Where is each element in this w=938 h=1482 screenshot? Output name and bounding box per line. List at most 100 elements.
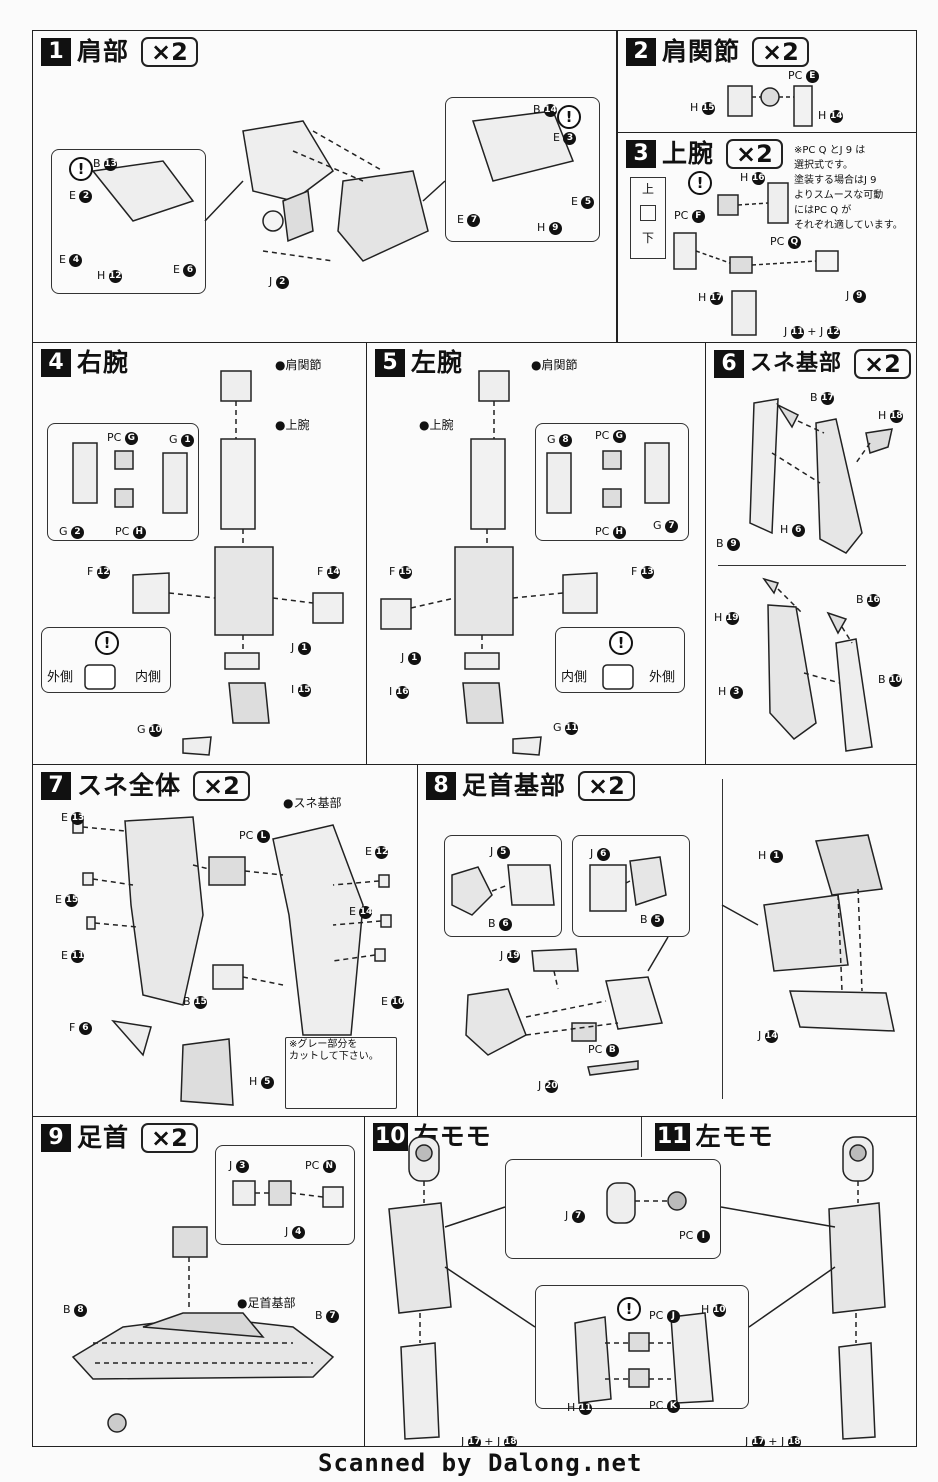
warning-icon: ! — [95, 631, 119, 655]
scan-credit: Scanned by Dalong.net — [318, 1449, 643, 1477]
part-label: B 14 — [533, 103, 558, 117]
step-8-header: 8 足首基部 ×2 — [426, 771, 635, 801]
quantity-badge: ×2 — [141, 37, 198, 67]
step-1-panel: 1 肩部 ×2 B 13 E 2 E 4 H 12 E 6 J 2 B 14 E… — [32, 30, 617, 343]
step-9-panel: 9 足首 ×2 ●足首基部 J 3 PC N J 4 B 8 B 7 — [32, 1116, 365, 1447]
step-3-header: 3 上腕 ×2 — [626, 139, 783, 169]
inner-side-label: 内側 — [561, 670, 588, 685]
quantity-badge: ×2 — [193, 771, 250, 801]
shoulder-joint-ref: ●肩関節 — [275, 358, 322, 372]
part-label: G 10 — [137, 723, 163, 737]
detail-box — [215, 1145, 355, 1245]
part-label: H 1 — [758, 849, 783, 863]
step-2-header: 2 肩関節 ×2 — [626, 37, 809, 67]
part-label: H 19 — [714, 611, 739, 625]
step-number: 2 — [626, 38, 656, 66]
step-title: 右腕 — [77, 348, 130, 377]
part-label: PC K — [649, 1399, 680, 1413]
part-label: J 17 + J 18 — [461, 1435, 517, 1447]
detail-box — [47, 423, 199, 541]
quantity-badge: ×2 — [578, 771, 635, 801]
step-title: 左モモ — [695, 1122, 774, 1151]
step-number: 7 — [41, 772, 71, 800]
step-8-panel: 8 足首基部 ×2 J 5 — [417, 764, 917, 1117]
part-label: G 11 — [553, 721, 579, 735]
part-label: B 16 — [856, 593, 881, 607]
part-label: PC E — [788, 69, 819, 83]
part-label: J 9 — [846, 289, 866, 303]
step-5-panel: 5 左腕 ●肩関節 ●上腕 ! 内側 外側 — [366, 342, 706, 765]
part-label: PC Q — [770, 235, 801, 249]
step-number: 4 — [41, 349, 71, 377]
detail-box-left — [444, 835, 562, 937]
step-1-parts-drawing — [91, 110, 575, 262]
part-label: J 3 — [229, 1159, 249, 1173]
part-label: J 1 — [291, 641, 311, 655]
step-6-panel: 6 スネ基部 ×2 B 17 H 18 B 9 H 6 H 19 B 16 H … — [705, 342, 917, 765]
quantity-badge: ×2 — [854, 349, 911, 379]
part-label: G 1 — [169, 433, 195, 447]
part-label: PC L — [239, 829, 270, 843]
orientation-box — [555, 627, 685, 693]
shoulder-joint-ref: ●肩関節 — [531, 358, 578, 372]
step-number: 10 — [373, 1123, 408, 1151]
detail-box-top — [505, 1159, 721, 1259]
part-label: F 13 — [631, 565, 654, 579]
part-label: E 13 — [61, 811, 85, 825]
part-label: G 2 — [59, 525, 85, 539]
step-title: 肩部 — [77, 37, 130, 66]
warning-icon: ! — [557, 105, 581, 129]
orientation-box — [41, 627, 171, 693]
part-label: PC J — [649, 1309, 680, 1323]
part-label: I 15 — [291, 683, 311, 697]
part-label: H 16 — [740, 171, 765, 185]
part-label: H 14 — [818, 109, 843, 123]
part-label: H 5 — [249, 1075, 274, 1089]
step-number: 9 — [41, 1124, 71, 1152]
part-label: H 11 — [567, 1401, 592, 1415]
divider — [718, 565, 906, 566]
part-label: J 1 — [401, 651, 421, 665]
part-label: E 4 — [59, 253, 83, 267]
part-label: F 14 — [317, 565, 340, 579]
step-title: 左腕 — [411, 348, 464, 377]
step-6-header: 6 スネ基部 ×2 — [714, 349, 911, 379]
part-label: PC H — [115, 525, 146, 539]
detail-box-bottom — [535, 1285, 749, 1409]
part-label: PC I — [679, 1229, 710, 1243]
part-label: E 11 — [61, 949, 85, 963]
part-label: F 6 — [69, 1021, 92, 1035]
part-label: J 20 — [538, 1079, 558, 1093]
detail-box — [535, 423, 689, 541]
part-label: B 6 — [488, 917, 513, 931]
step-9-parts-drawing — [71, 1180, 344, 1433]
part-label: H 18 — [878, 409, 903, 423]
step-8-parts-drawing — [451, 834, 895, 1076]
part-label: E 10 — [381, 995, 405, 1009]
step-number: 6 — [714, 350, 744, 378]
part-label: B 10 — [878, 673, 903, 687]
orientation-bottom: 下 — [641, 231, 654, 245]
warning-icon: ! — [688, 171, 712, 195]
upper-arm-ref: ●上腕 — [275, 418, 310, 432]
step-6-parts-drawing — [749, 398, 893, 752]
upper-arm-ref: ●上腕 — [419, 418, 454, 432]
step-10-11-panel: 10 右モモ 11 左モモ ! — [364, 1116, 917, 1447]
part-label: PC F — [674, 209, 705, 223]
step-3-panel: 3 上腕 ×2 ※PC Q とJ 9 は 選択式です。 塗装する場合はJ 9 よ… — [617, 132, 917, 343]
part-label: H 10 — [701, 1303, 726, 1317]
part-label: J 19 — [500, 949, 520, 963]
step-number: 11 — [655, 1123, 690, 1151]
detail-box-right — [572, 835, 690, 937]
cut-note-box — [285, 1037, 397, 1109]
part-label: F 12 — [87, 565, 110, 579]
detail-box-right — [445, 97, 600, 242]
part-label: PC G — [595, 429, 626, 443]
part-label: E 2 — [69, 189, 93, 203]
ankle-base-ref: ●足首基部 — [237, 1296, 296, 1310]
part-label: E 6 — [173, 263, 197, 277]
step-number: 3 — [626, 140, 656, 168]
part-label: E 12 — [365, 845, 389, 859]
part-label: E 7 — [457, 213, 481, 227]
part-label: PC B — [588, 1043, 619, 1057]
